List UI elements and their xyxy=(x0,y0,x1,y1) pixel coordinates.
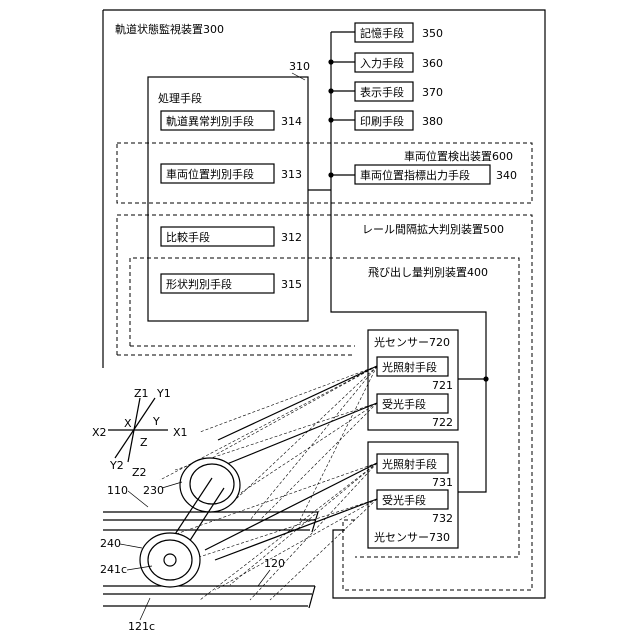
rail-120-leader xyxy=(258,570,270,586)
monitoring-device-label: 軌道状態監視装置300 xyxy=(115,22,224,36)
shape-judgment-ref: 315 xyxy=(281,278,302,291)
input-junction xyxy=(328,59,333,64)
bus-junction-sensors xyxy=(483,376,488,381)
vehicle-position-label: 車両位置判別手段 xyxy=(166,167,254,181)
beam-731-d xyxy=(250,463,377,600)
wheel-230-leader xyxy=(162,482,182,488)
shape-judgment-label: 形状判別手段 xyxy=(166,277,232,291)
beam-732-b xyxy=(215,499,377,590)
wheelset: 230 240 241c xyxy=(100,458,240,587)
rail-anomaly-ref: 314 xyxy=(281,115,302,128)
axis-y1-label: Y1 xyxy=(156,387,171,400)
display-junction xyxy=(328,88,333,93)
storage-label: 記憶手段 xyxy=(360,26,404,40)
label-121c-leader xyxy=(140,598,150,620)
processing-unit-ref: 310 xyxy=(289,60,310,73)
print-label: 印刷手段 xyxy=(360,114,404,128)
processing-unit-title: 処理手段 xyxy=(158,91,202,105)
beam-731-a xyxy=(145,463,377,545)
axis-z2-label: Z2 xyxy=(132,466,147,479)
display-label: 表示手段 xyxy=(360,85,404,99)
vehicle-position-ref: 313 xyxy=(281,168,302,181)
wheel-240-leader xyxy=(120,544,142,548)
beam-solid-721 xyxy=(218,366,377,440)
vehicle-position-detector-label: 車両位置検出装置600 xyxy=(404,149,513,163)
emitter-721-label: 光照射手段 xyxy=(382,360,437,374)
beam-721-e xyxy=(250,366,377,520)
receiver-722-ref: 722 xyxy=(432,416,453,429)
input-label: 入力手段 xyxy=(360,56,404,70)
wheel-240-label: 240 xyxy=(100,537,121,550)
axis-x1-label: X1 xyxy=(173,426,188,439)
emitter-731-ref: 731 xyxy=(432,476,453,489)
display-ref: 370 xyxy=(422,86,443,99)
protrusion-detector-label: 飛び出し量判別装置400 xyxy=(368,265,488,279)
beam-722-a xyxy=(230,403,377,500)
emitter-731-label: 光照射手段 xyxy=(382,457,437,471)
beam-721-c xyxy=(215,366,377,455)
sensor-730-title: 光センサー730 xyxy=(374,530,450,544)
receiver-732-ref: 732 xyxy=(432,512,453,525)
axis-y2-label: Y2 xyxy=(109,459,124,472)
sensor-720-title: 光センサー720 xyxy=(374,335,450,349)
beam-721-b xyxy=(200,366,377,432)
rail-120-end xyxy=(309,586,315,608)
wheel-230-label: 230 xyxy=(143,484,164,497)
rail-120-label: 120 xyxy=(264,557,285,570)
rail-gap-detector-label: レール間隔拡大判別装置500 xyxy=(362,222,504,236)
print-junction xyxy=(328,117,333,122)
axis-indicator: Z1 Y1 X2 X Y X1 Z Y2 Z2 xyxy=(92,387,188,479)
indicator-output-ref: 340 xyxy=(496,169,517,182)
label-121c: 121c xyxy=(128,620,155,633)
receiver-732-label: 受光手段 xyxy=(382,493,426,507)
axis-z1-label: Z1 xyxy=(134,387,149,400)
rail-anomaly-label: 軌道異常判別手段 xyxy=(166,114,254,128)
axle-hub xyxy=(164,554,176,566)
axle-241c-label: 241c xyxy=(100,563,127,576)
rail-110-label: 110 xyxy=(107,484,128,497)
beam-722-c xyxy=(260,403,377,520)
beam-721-f xyxy=(300,366,377,520)
axis-x-label: X xyxy=(124,417,132,430)
axis-y-label: Y xyxy=(152,415,160,428)
comparison-label: 比較手段 xyxy=(166,230,210,244)
storage-ref: 350 xyxy=(422,27,443,40)
comparison-ref: 312 xyxy=(281,231,302,244)
axis-y-line xyxy=(115,398,155,458)
print-ref: 380 xyxy=(422,115,443,128)
receiver-722-label: 受光手段 xyxy=(382,397,426,411)
axis-z-label: Z xyxy=(140,436,148,449)
emitter-721-ref: 721 xyxy=(432,379,453,392)
beam-731-c xyxy=(230,463,377,585)
indicator-output-junction xyxy=(328,172,333,177)
input-ref: 360 xyxy=(422,57,443,70)
axis-x2-label: X2 xyxy=(92,426,107,439)
beam-732-c xyxy=(270,499,377,600)
beam-721-d xyxy=(235,366,377,500)
indicator-output-label: 車両位置指標出力手段 xyxy=(360,168,470,182)
beam-solid-722 xyxy=(222,403,377,466)
